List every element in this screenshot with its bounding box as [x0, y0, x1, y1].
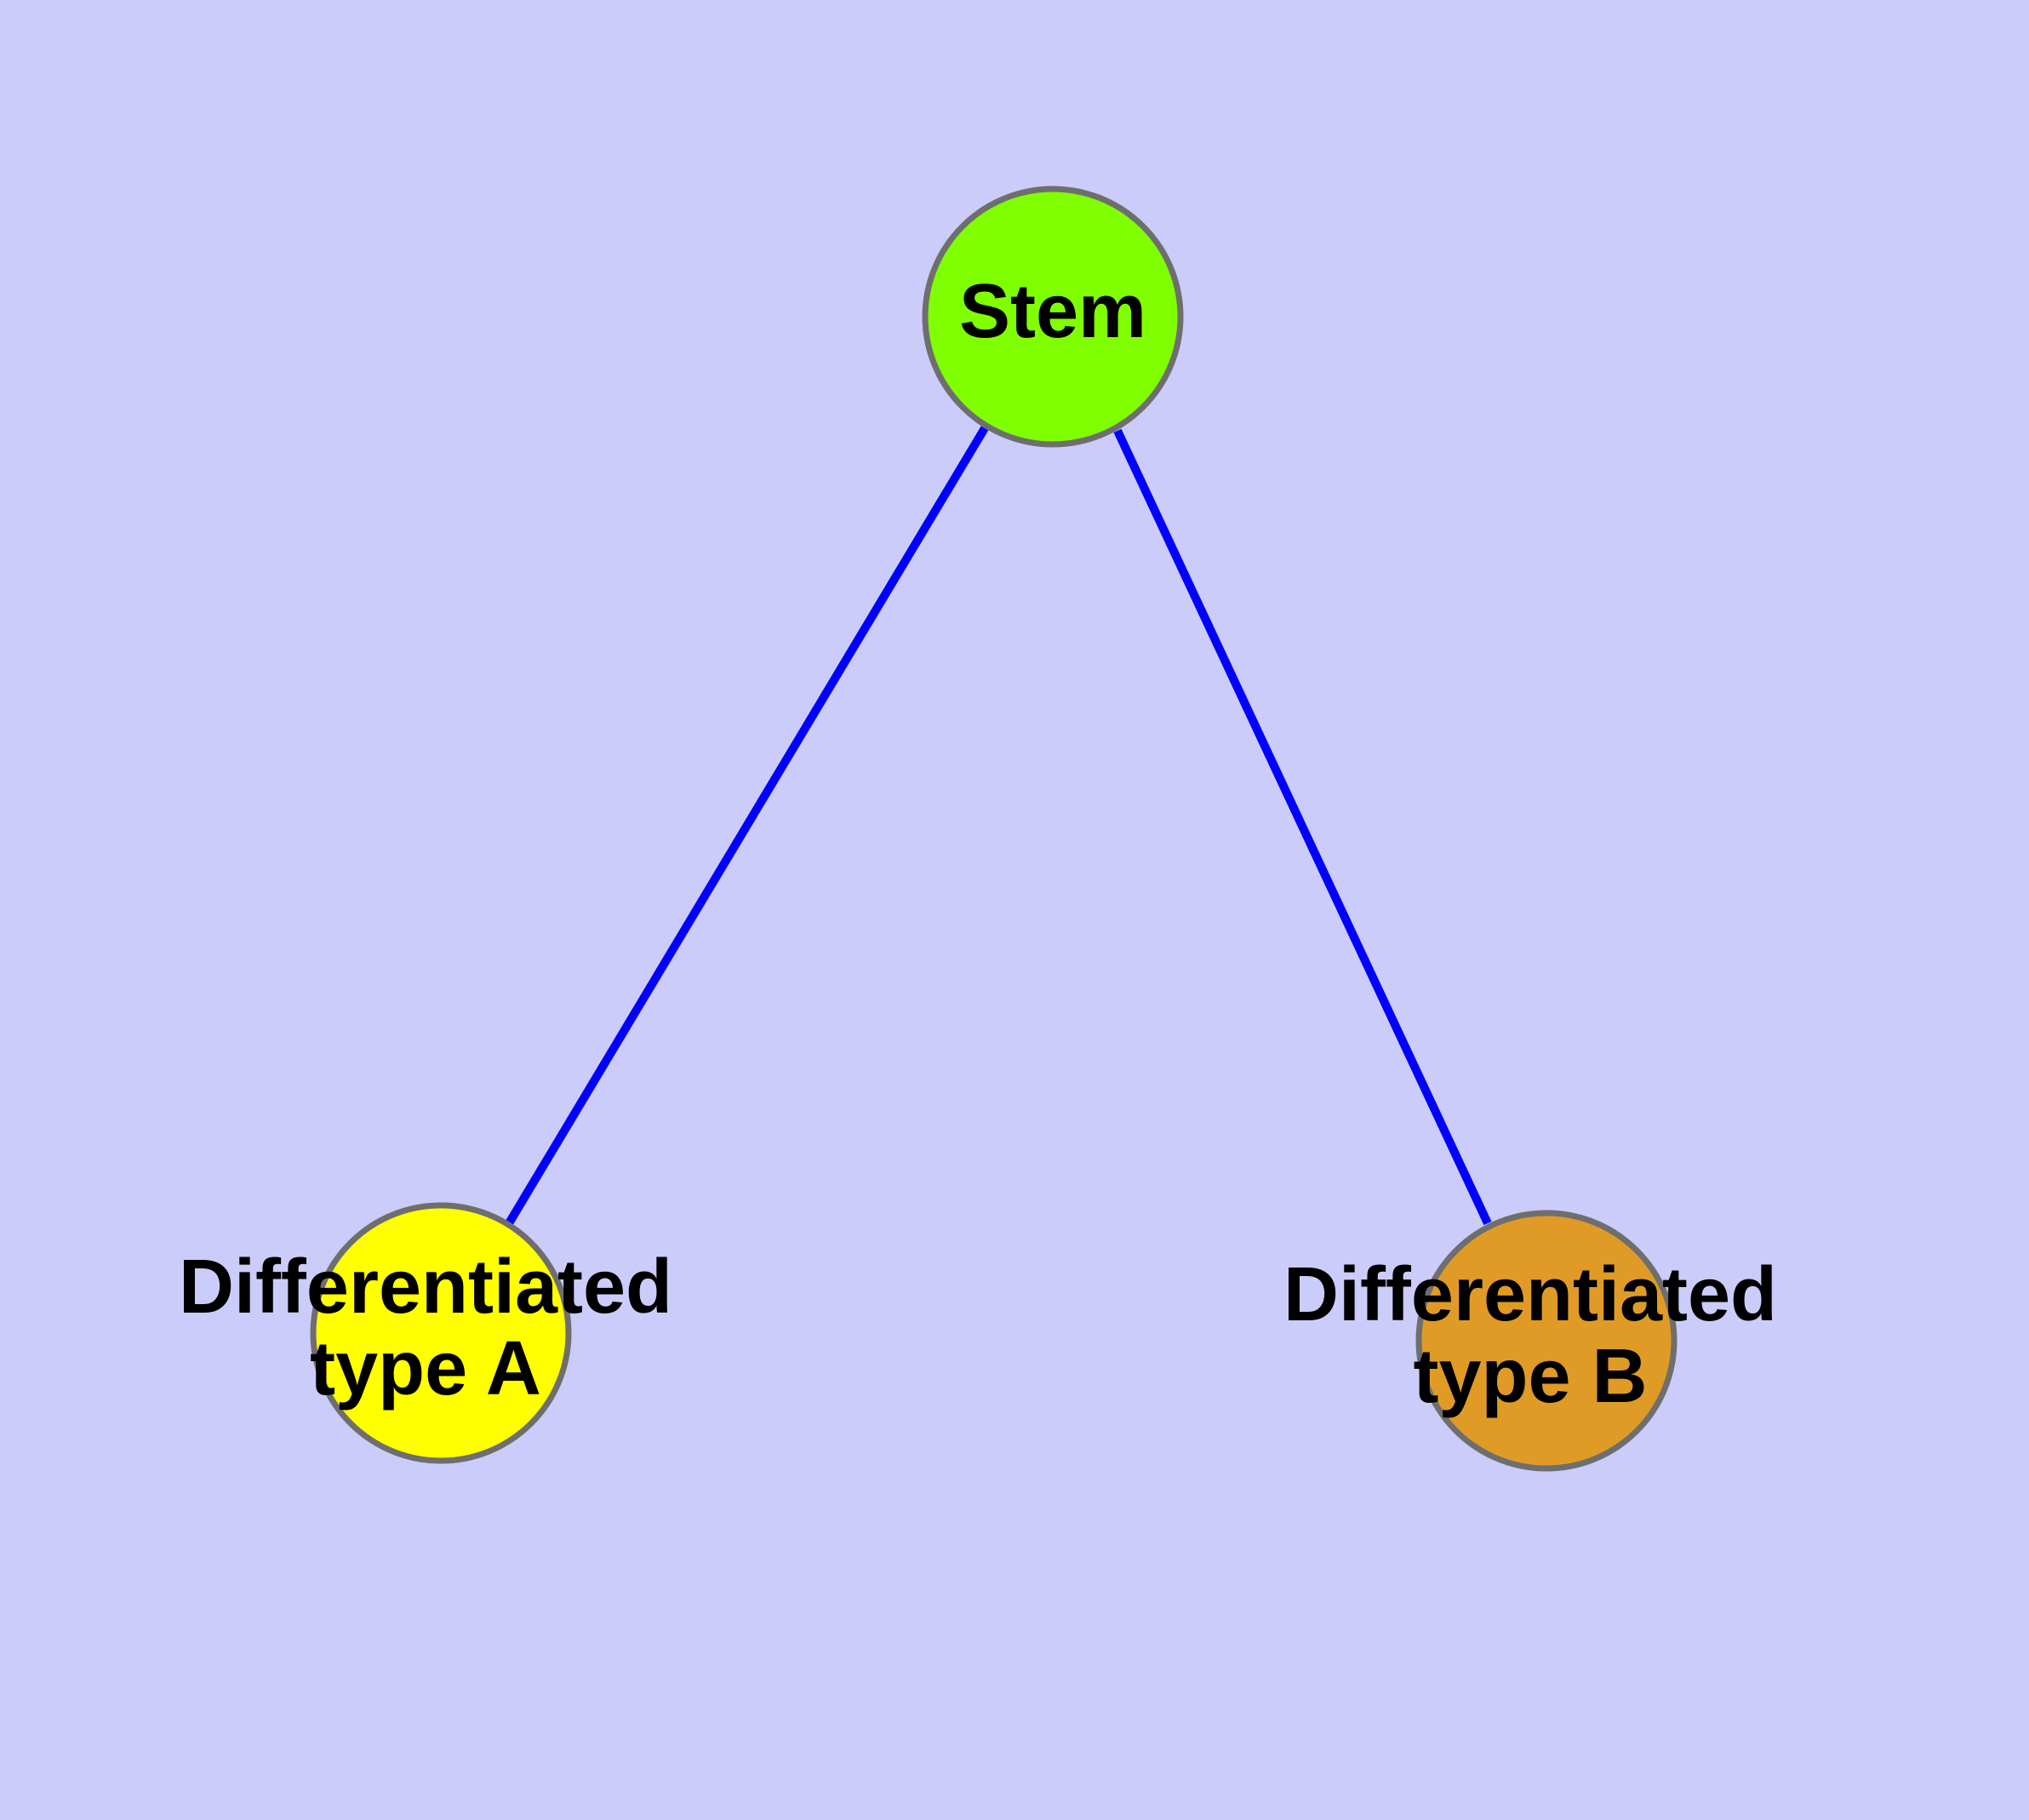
node-differentiated-type-a-circle[interactable] — [310, 1202, 572, 1464]
node-label-line: Differentiated — [179, 1245, 672, 1330]
node-differentiated-type-b-circle[interactable] — [1415, 1210, 1677, 1472]
node-label-line: type B — [1413, 1334, 1647, 1419]
node-stem-circle[interactable] — [922, 186, 1184, 448]
node-label-line: Differentiated — [1283, 1252, 1777, 1337]
edges-layer — [505, 426, 1492, 1226]
node-stem-label: Stem — [959, 269, 1146, 354]
nodes-layer — [310, 186, 1677, 1472]
node-label-line: type A — [310, 1326, 541, 1411]
node-label-line: Stem — [959, 269, 1146, 354]
edge-stem-to-differentiated-type-a[interactable] — [505, 426, 989, 1226]
edge-stem-to-differentiated-type-b[interactable] — [1113, 428, 1492, 1226]
